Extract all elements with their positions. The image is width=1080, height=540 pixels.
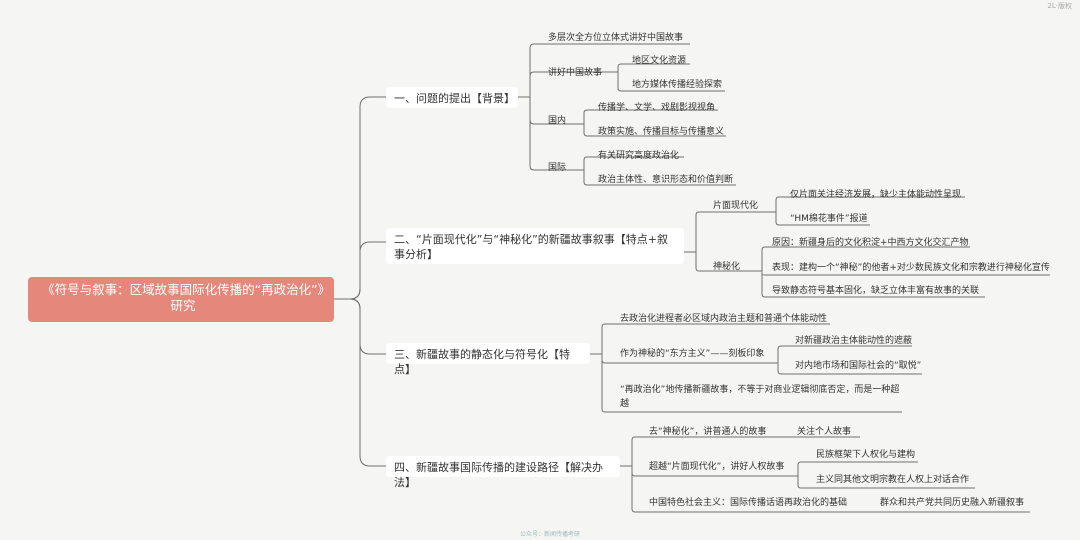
b4-demystify-child[interactable]: 关注个人故事	[797, 427, 852, 437]
b4-beyond[interactable]: 超越“片面现代化”，讲好人权故事	[649, 462, 785, 472]
b1-intl-child-2[interactable]: 政治主体性、意识形态和价值判断	[598, 175, 734, 185]
branch-4-solution[interactable]: 四、新疆故事国际传播的建设路径【解决办法】	[386, 456, 620, 489]
b4-socialism[interactable]: 中国特色社会主义：国际传播话语再政治化的基础	[649, 498, 848, 508]
b2-partial[interactable]: 片面现代化	[713, 201, 759, 211]
root-node[interactable]: 《符号与叙事：区域故事国际化传播的“再政治化”》研究	[28, 277, 334, 322]
b2-partial-child-1[interactable]: 仅片面关注经济发展，缺少主体能动性呈现	[790, 190, 962, 200]
b2-mystic-child-1[interactable]: 原因：新疆身后的文化积淀+中西方文化交汇产物	[772, 238, 969, 248]
b1-domestic-child-2[interactable]: 政策实施、传播目标与传播意义	[598, 127, 725, 137]
b2-mystic[interactable]: 神秘化	[713, 262, 741, 272]
b1-item1[interactable]: 多层次全方位立体式讲好中国故事	[548, 33, 684, 43]
b3-oriental[interactable]: 作为神秘的“东方主义”——刻板印象	[620, 349, 765, 359]
b2-mystic-child-2[interactable]: 表现：建构一个“神秘”的他者+对少数民族文化和宗教进行神秘化宣传	[772, 263, 1050, 273]
branch-3-static[interactable]: 三、新疆故事的静态化与符号化【特点】	[386, 343, 590, 376]
b3-item1[interactable]: 去政治化进程者必区域内政治主题和普通个体能动性	[620, 314, 828, 324]
b2-mystic-child-3[interactable]: 导致静态符号基本固化，缺乏立体丰富有故事的关联	[772, 286, 980, 296]
b4-beyond-child-1[interactable]: 民族框架下人权化与建构	[816, 450, 916, 460]
b4-socialism-child[interactable]: 群众和共产党共同历史融入新疆叙事	[880, 498, 1025, 508]
b1-story-child-2[interactable]: 地方媒体传播经验探索	[632, 80, 723, 90]
b4-demystify[interactable]: 去“神秘化”，讲普通人的故事	[649, 427, 767, 437]
b1-intl[interactable]: 国际	[548, 163, 567, 173]
b3-oriental-child-1[interactable]: 对新疆政治主体能动性的遮蔽	[795, 336, 913, 346]
branch-4-label: 四、新疆故事国际传播的建设路径【解决办法】	[394, 461, 603, 489]
b1-domestic-child-1[interactable]: 传播学、文学、戏剧影视视角	[598, 103, 716, 113]
b2-partial-child-2[interactable]: “HM棉花事件”报道	[790, 214, 868, 224]
branch-2-features[interactable]: 二、“片面现代化”与“神秘化”的新疆故事叙事【特点+叙事分析】	[386, 228, 684, 264]
b3-item3[interactable]: “再政治化”地传播新疆故事，不等于对商业逻辑彻底否定，而是一种超越	[620, 385, 900, 409]
b1-story[interactable]: 讲好中国故事	[548, 68, 603, 78]
b1-domestic[interactable]: 国内	[548, 116, 567, 126]
root-title: 《符号与叙事：区域故事国际化传播的“再政治化”》研究	[42, 282, 324, 313]
top-badge: 2L·版权	[1047, 2, 1072, 10]
branch-3-label: 三、新疆故事的静态化与符号化【特点】	[394, 348, 570, 376]
branch-2-label: 二、“片面现代化”与“神秘化”的新疆故事叙事【特点+叙事分析】	[394, 233, 669, 261]
branch-1-label: 一、问题的提出【背景】	[394, 92, 515, 105]
b3-oriental-child-2[interactable]: 对内地市场和国际社会的“取悦”	[795, 361, 922, 371]
b1-story-child-1[interactable]: 地区文化资源	[632, 56, 687, 66]
b1-intl-child-1[interactable]: 有关研究高度政治化	[598, 151, 680, 161]
footer-watermark: 公众号：新闻传播考研	[520, 531, 581, 538]
b4-beyond-child-2[interactable]: 主义同其他文明宗教在人权上对话合作	[816, 475, 970, 485]
branch-1-background[interactable]: 一、问题的提出【背景】	[386, 87, 518, 108]
